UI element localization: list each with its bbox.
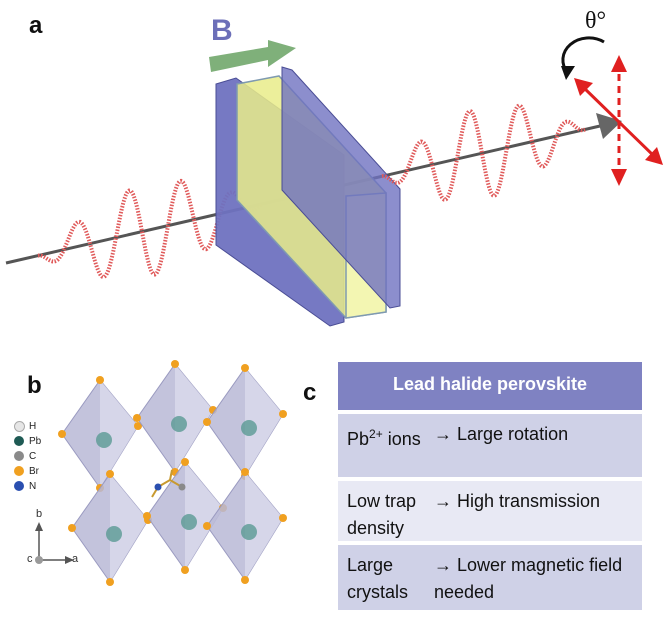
charge-superscript: 2+ (369, 427, 383, 441)
panel-label-a: a (29, 12, 43, 39)
br-atom (181, 458, 189, 466)
br-atom (203, 418, 211, 426)
polarization-arrows (574, 55, 663, 186)
row-cause: Pb2+ ions (347, 421, 439, 453)
panel-label-c: c (303, 379, 317, 406)
br-atom (68, 524, 76, 532)
wave-left (37, 178, 264, 280)
atom-h-icon (14, 421, 25, 432)
legend-label: C (29, 451, 37, 462)
legend-item-h: H (14, 419, 41, 434)
br-atom (58, 430, 66, 438)
br-atom (133, 414, 141, 422)
row-effect: → Lower magnetic field needed (434, 552, 639, 606)
legend-label: Pb (29, 436, 42, 447)
pb-atom (96, 432, 112, 448)
axis-b-label: b (36, 508, 43, 520)
field-direction-arrow (209, 40, 296, 72)
perovskite-structure (58, 360, 287, 586)
cause-text: Pb (347, 429, 370, 449)
field-label: B (211, 14, 233, 47)
br-atom (241, 576, 249, 584)
element-legend: H Pb C Br N (14, 419, 41, 494)
table-row: Low trap density → High transmission (338, 481, 642, 541)
octahedron-face (245, 368, 283, 476)
legend-item-c: C (14, 449, 41, 464)
table-title: Lead halide perovskite (338, 362, 642, 410)
row-cause: Large crystals (347, 555, 409, 602)
row-effect: → Large rotation (434, 421, 639, 448)
arrow-right-icon: → (434, 555, 452, 575)
br-atom (241, 364, 249, 372)
pb-atom (241, 524, 257, 540)
pb-atom (181, 514, 197, 530)
br-atom (106, 578, 114, 586)
atom-n-icon (14, 481, 24, 491)
legend-item-n: N (14, 479, 41, 494)
methylammonium-cation (151, 469, 186, 498)
pb-atom (171, 416, 187, 432)
atom-br-icon (14, 466, 24, 476)
row-cause: Low trap density (347, 491, 417, 538)
effect-text: Large rotation (457, 424, 569, 444)
br-atom (279, 410, 287, 418)
br-atom (171, 360, 179, 368)
rotation-arrow (561, 36, 605, 74)
pb-atom (106, 526, 122, 542)
legend-item-pb: Pb (14, 434, 41, 449)
arrow-right-icon: → (434, 491, 452, 511)
octahedron-face (110, 474, 148, 582)
rotation-angle-label: θ° (585, 8, 606, 34)
br-atom (106, 470, 114, 478)
octahedron-face (185, 462, 223, 570)
octahedron-face (175, 364, 213, 472)
panel-label-b: b (27, 372, 42, 399)
polarizer-slab-back (281, 66, 401, 309)
legend-item-br: Br (14, 464, 41, 479)
properties-table: Lead halide perovskite Pb2+ ions → Large… (338, 362, 642, 610)
br-atom (96, 376, 104, 384)
atom-pb-icon (14, 436, 24, 446)
effect-text: High transmission (457, 491, 601, 511)
legend-label: Br (29, 466, 39, 477)
table-row: Pb2+ ions → Large rotation (338, 414, 642, 477)
wave-right (381, 103, 586, 202)
crystal-axes (35, 522, 74, 564)
table-row: Large crystals → Lower magnetic field ne… (338, 545, 642, 610)
row-effect: → High transmission (434, 488, 639, 515)
atom-c-icon (14, 451, 24, 461)
rotation-arrowhead (561, 66, 575, 80)
br-atom (203, 522, 211, 530)
br-atom (279, 514, 287, 522)
legend-label: N (29, 481, 37, 492)
legend-label: H (29, 421, 37, 432)
effect-text: Lower magnetic field needed (434, 555, 623, 602)
pb-atom (241, 420, 257, 436)
arrow-right-icon: → (434, 424, 452, 444)
br-atom (241, 468, 249, 476)
octahedron-face (245, 472, 283, 580)
br-atom (181, 566, 189, 574)
octahedron-face (100, 380, 138, 488)
axis-a-label: a (72, 553, 79, 565)
cause-text-suffix: ions (382, 429, 421, 449)
br-atom (143, 512, 151, 520)
br-atom (134, 422, 142, 430)
axis-c-label: c (27, 553, 33, 565)
